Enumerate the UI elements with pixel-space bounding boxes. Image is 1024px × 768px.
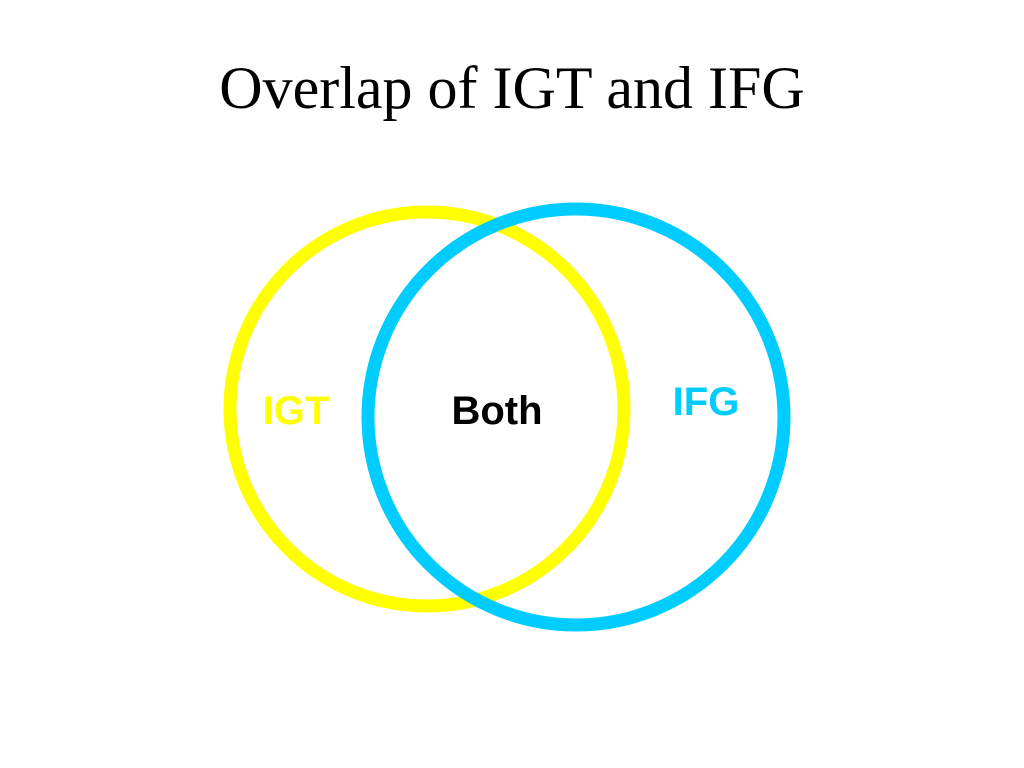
igt-circle [223,205,631,613]
ifg-label: IFG [673,380,740,424]
slide-title: Overlap of IGT and IFG [219,55,805,121]
ifg-circle [361,202,791,632]
igt-label: IGT [263,389,330,433]
both-label: Both [451,389,542,433]
